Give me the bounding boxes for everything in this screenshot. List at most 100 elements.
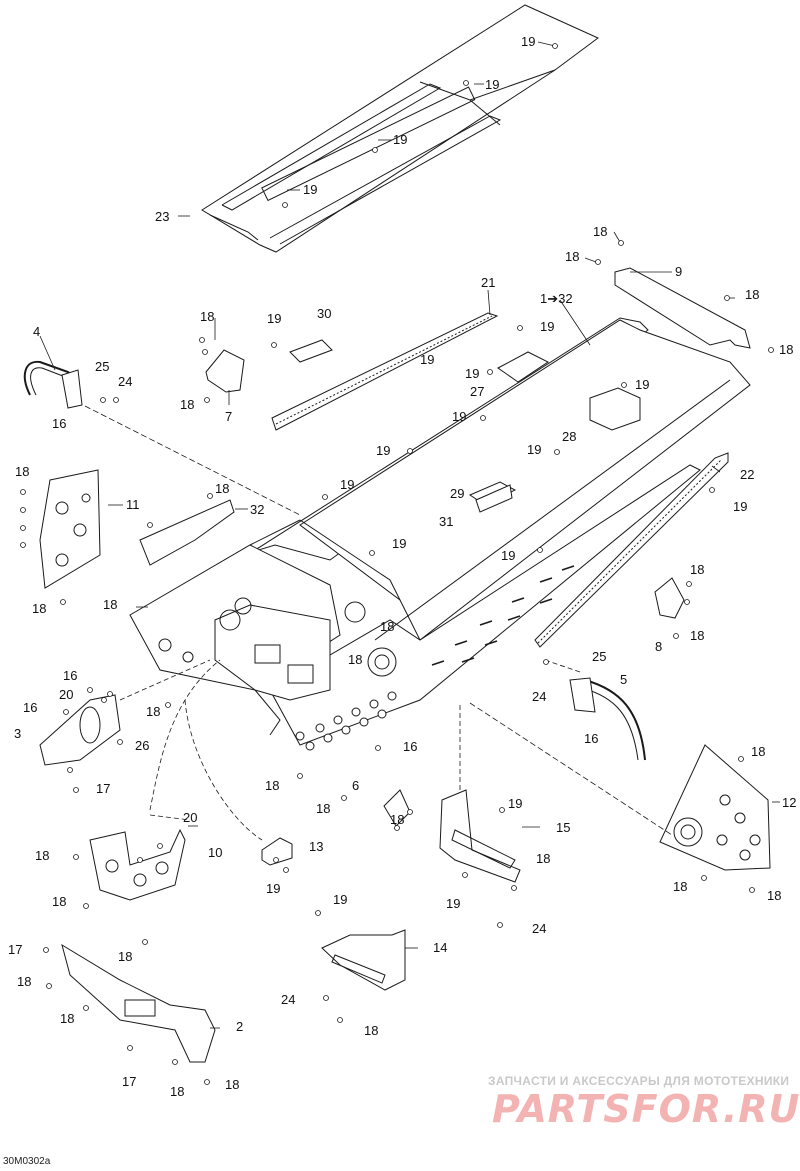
callout-31[interactable]: 31	[439, 514, 454, 529]
callout-16[interactable]: 16	[584, 731, 599, 746]
callout-18[interactable]: 18	[17, 974, 32, 989]
callout-16[interactable]: 16	[52, 416, 67, 431]
callout-26[interactable]: 26	[135, 738, 150, 753]
callout-18[interactable]: 18	[745, 287, 760, 302]
part-28-bracket	[589, 387, 641, 431]
callout-28[interactable]: 28	[562, 429, 577, 444]
callout-21[interactable]: 21	[481, 275, 496, 290]
callout-25[interactable]: 25	[592, 649, 607, 664]
callout-15[interactable]: 15	[556, 820, 571, 835]
callout-24[interactable]: 24	[532, 689, 547, 704]
callout-5[interactable]: 5	[620, 672, 628, 687]
callout-13[interactable]: 13	[309, 839, 324, 854]
callout-18[interactable]: 18	[593, 224, 608, 239]
callout-24[interactable]: 24	[281, 992, 296, 1007]
callout-12[interactable]: 12	[782, 795, 797, 810]
callout-19[interactable]: 19	[446, 896, 461, 911]
callout-18[interactable]: 18	[180, 397, 195, 412]
callout-20[interactable]: 20	[183, 810, 198, 825]
callout-9[interactable]: 9	[675, 264, 683, 279]
callout-18[interactable]: 18	[690, 628, 705, 643]
callout-19[interactable]: 19	[376, 443, 391, 458]
callout-1-to-32[interactable]: 1➔32	[540, 291, 573, 306]
leader-lines	[39, 41, 780, 1029]
callout-19[interactable]: 19	[340, 477, 355, 492]
callout-19[interactable]: 19	[508, 796, 523, 811]
callout-10[interactable]: 10	[208, 845, 223, 860]
callout-17[interactable]: 17	[122, 1074, 137, 1089]
callout-18[interactable]: 18	[265, 778, 280, 793]
callout-16[interactable]: 16	[23, 700, 38, 715]
callout-32[interactable]: 32	[250, 502, 265, 517]
callout-19[interactable]: 19	[540, 319, 555, 334]
callout-17[interactable]: 17	[8, 942, 23, 957]
callout-18[interactable]: 18	[146, 704, 161, 719]
part-21-rail-left	[271, 312, 499, 431]
callout-18[interactable]: 18	[200, 309, 215, 324]
callout-25[interactable]: 25	[95, 359, 110, 374]
callout-19[interactable]: 19	[635, 377, 650, 392]
callout-16[interactable]: 16	[63, 668, 78, 683]
callout-19[interactable]: 19	[485, 77, 500, 92]
callout-18[interactable]: 18	[536, 851, 551, 866]
callout-18[interactable]: 18	[60, 1011, 75, 1026]
callout-19[interactable]: 19	[393, 132, 408, 147]
part-27-bracket	[497, 351, 549, 383]
part-15-bracket	[439, 789, 521, 883]
callout-19[interactable]: 19	[465, 366, 480, 381]
callout-29[interactable]: 29	[450, 486, 465, 501]
callout-2[interactable]: 2	[236, 1019, 244, 1034]
callout-23[interactable]: 23	[155, 209, 170, 224]
callout-18[interactable]: 18	[316, 801, 331, 816]
callout-18[interactable]: 18	[767, 888, 782, 903]
callout-19[interactable]: 19	[733, 499, 748, 514]
callout-18[interactable]: 18	[751, 744, 766, 759]
callout-19[interactable]: 19	[267, 311, 282, 326]
callout-6[interactable]: 6	[352, 778, 360, 793]
callout-18[interactable]: 18	[170, 1084, 185, 1099]
callout-3[interactable]: 3	[14, 726, 22, 741]
callout-19[interactable]: 19	[392, 536, 407, 551]
callout-18[interactable]: 18	[690, 562, 705, 577]
callout-19[interactable]: 19	[420, 352, 435, 367]
callout-19[interactable]: 19	[501, 548, 516, 563]
callout-18[interactable]: 18	[779, 342, 794, 357]
callout-18[interactable]: 18	[32, 601, 47, 616]
callout-20[interactable]: 20	[59, 687, 74, 702]
callout-18[interactable]: 18	[15, 464, 30, 479]
callout-19[interactable]: 19	[527, 442, 542, 457]
callout-18[interactable]: 18	[565, 249, 580, 264]
callout-11[interactable]: 11	[126, 497, 140, 512]
callout-19[interactable]: 19	[521, 34, 536, 49]
callout-18[interactable]: 18	[35, 848, 50, 863]
callout-19[interactable]: 19	[333, 892, 348, 907]
callout-24[interactable]: 24	[532, 921, 547, 936]
part-5-loop	[569, 677, 646, 761]
callout-14[interactable]: 14	[433, 940, 448, 955]
callout-18[interactable]: 18	[52, 894, 67, 909]
callout-18[interactable]: 18	[225, 1077, 240, 1092]
callout-18[interactable]: 18	[215, 481, 230, 496]
callout-24[interactable]: 24	[118, 374, 133, 389]
callout-18[interactable]: 18	[390, 812, 405, 827]
callout-17[interactable]: 17	[96, 781, 111, 796]
callout-7[interactable]: 7	[225, 409, 233, 424]
callout-22[interactable]: 22	[740, 467, 755, 482]
callout-19[interactable]: 19	[303, 182, 318, 197]
callout-18[interactable]: 18	[364, 1023, 379, 1038]
callout-4[interactable]: 4	[33, 324, 41, 339]
callout-27[interactable]: 27	[470, 384, 485, 399]
callout-19[interactable]: 19	[266, 881, 281, 896]
callout-18[interactable]: 18	[118, 949, 133, 964]
callout-8[interactable]: 8	[655, 639, 663, 654]
fasteners[interactable]	[20, 43, 774, 1085]
callout-18[interactable]: 18	[348, 652, 363, 667]
callout-18[interactable]: 18	[103, 597, 118, 612]
callout-30[interactable]: 30	[317, 306, 332, 321]
callout-18[interactable]: 18	[673, 879, 688, 894]
callout-19[interactable]: 19	[452, 409, 467, 424]
callout-18[interactable]: 18	[380, 619, 395, 634]
callout-16[interactable]: 16	[403, 739, 418, 754]
part-2-bracket	[61, 943, 216, 1063]
